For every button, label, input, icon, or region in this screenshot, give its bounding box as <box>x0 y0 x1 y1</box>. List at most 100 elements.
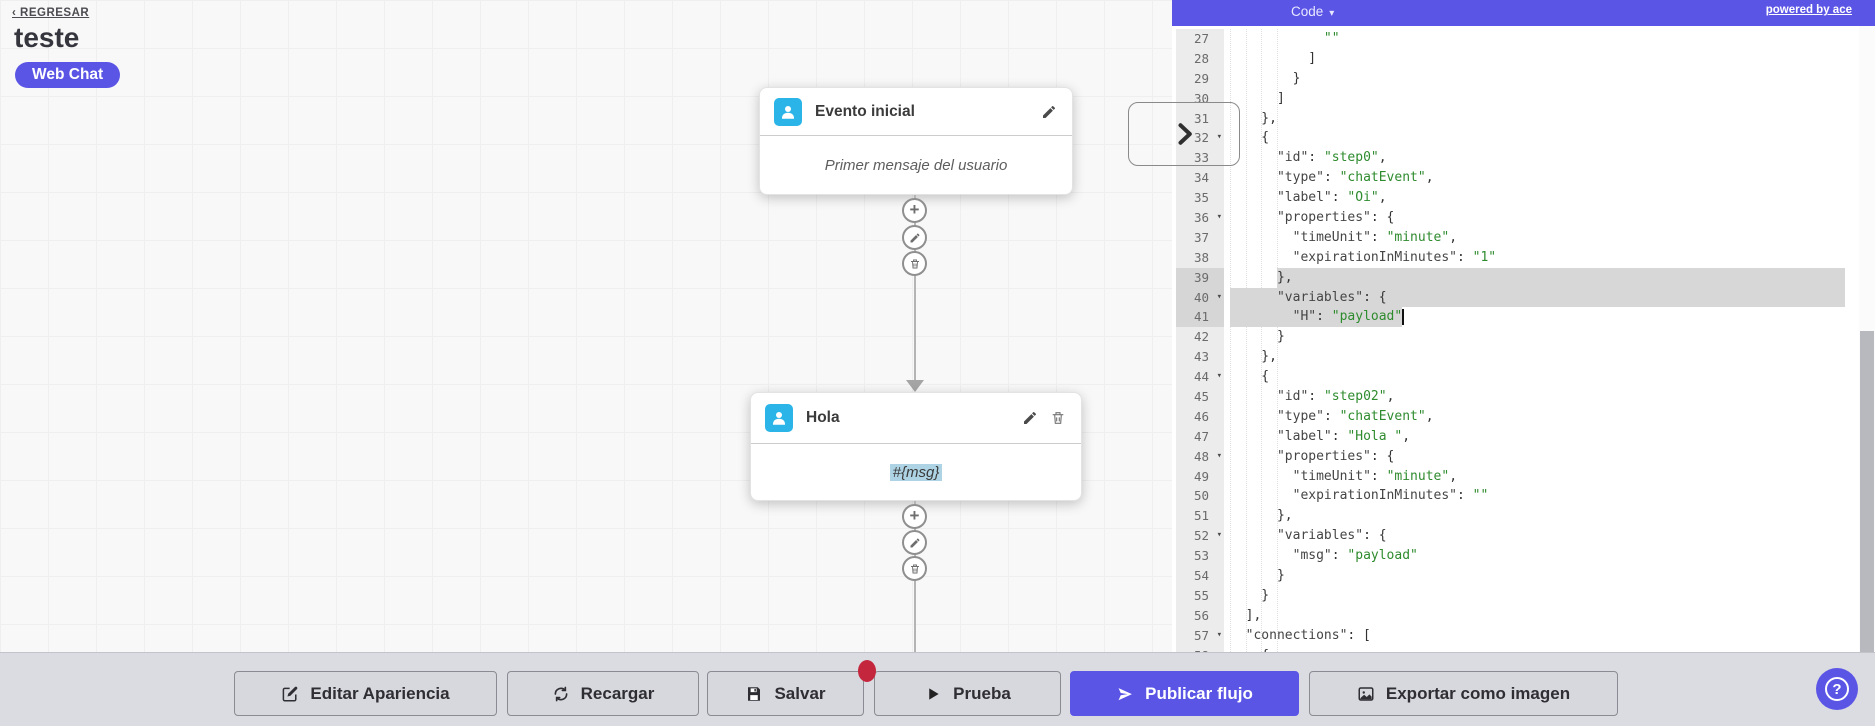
gutter-line-number: 36▾ <box>1176 208 1224 228</box>
code-line[interactable]: { <box>1230 646 1845 652</box>
code-line[interactable]: "properties": { <box>1276 448 1395 464</box>
fold-caret-icon[interactable]: ▾ <box>1216 291 1222 302</box>
fold-caret-icon[interactable]: ▾ <box>1216 450 1222 461</box>
chevron-right-icon <box>1178 123 1192 145</box>
edit-connection-button[interactable] <box>902 530 927 555</box>
gutter-line-number: 46 <box>1176 406 1224 427</box>
fold-caret-icon[interactable]: ▾ <box>1216 371 1222 382</box>
code-line[interactable]: "timeUnit": "minute", <box>1292 468 1458 484</box>
delete-connection-button[interactable] <box>902 251 927 276</box>
edit-appearance-button[interactable]: Editar Apariencia <box>234 671 497 716</box>
code-line[interactable]: }, <box>1230 267 1845 288</box>
text-cursor <box>1402 309 1405 326</box>
code-line[interactable]: { <box>1230 369 1270 385</box>
code-line[interactable]: } <box>1230 568 1285 584</box>
code-line[interactable]: "id": "step02", <box>1276 389 1395 405</box>
publish-flow-button[interactable]: Publicar flujo <box>1070 671 1299 716</box>
fold-caret-icon[interactable]: ▾ <box>1216 132 1222 143</box>
code-editor-lines[interactable]: "" ] } ] }, { "id": "step0", "type": "ch… <box>1230 29 1845 652</box>
gutter-line-number: 44▾ <box>1176 367 1224 388</box>
code-line[interactable]: "" <box>1323 31 1340 46</box>
code-line[interactable]: { <box>1230 130 1270 146</box>
gutter-line-number: 56 <box>1176 605 1224 626</box>
reload-button[interactable]: Recargar <box>507 671 699 716</box>
gutter-line-number: 47 <box>1176 426 1224 447</box>
back-link[interactable]: ‹ REGRESAR <box>12 7 90 19</box>
channel-badge: Web Chat <box>15 62 121 88</box>
code-line[interactable]: "label": "Oi", <box>1276 190 1387 206</box>
code-line[interactable]: } <box>1230 70 1301 86</box>
message-variable: #{msg} <box>889 463 943 481</box>
code-line[interactable]: "type": "chatEvent", <box>1276 170 1434 186</box>
save-button[interactable]: Salvar <box>707 671 864 716</box>
code-line[interactable]: }, <box>1230 349 1277 365</box>
code-line[interactable]: } <box>1230 329 1285 345</box>
flow-node-evento-inicial[interactable]: Evento inicial Primer mensaje del usuari… <box>759 87 1073 195</box>
plus-icon: + <box>909 200 920 219</box>
code-line[interactable]: } <box>1230 587 1270 603</box>
bottom-toolbar: Editar Apariencia Recargar Salvar Prueba… <box>0 652 1875 726</box>
code-line[interactable]: ], <box>1230 607 1262 623</box>
delete-connection-button[interactable] <box>902 556 927 581</box>
code-line[interactable]: "type": "chatEvent", <box>1276 408 1434 424</box>
code-line[interactable]: "connections": [ <box>1245 627 1371 643</box>
add-step-button[interactable]: + <box>902 198 927 223</box>
add-step-button[interactable]: + <box>902 504 927 529</box>
code-line[interactable]: "expirationInMinutes": "1" <box>1292 249 1497 265</box>
gutter-line-number: 28 <box>1176 48 1224 69</box>
trash-icon <box>910 259 919 268</box>
gutter-line-number: 29 <box>1176 68 1224 89</box>
scrollbar-thumb[interactable] <box>1860 331 1874 652</box>
gutter-line-number: 33 <box>1176 148 1224 169</box>
edit-node-button[interactable] <box>1021 409 1039 427</box>
code-line[interactable]: "label": "Hola ", <box>1276 428 1411 444</box>
node-header: Hola <box>751 393 1081 444</box>
flow-title: teste <box>14 22 80 53</box>
scrollbar-track[interactable] <box>1859 26 1875 652</box>
node-body-text: #{msg} <box>751 444 1081 500</box>
code-line[interactable]: "variables": { <box>1276 528 1387 544</box>
code-line[interactable]: "H": "payload" <box>1230 307 1845 328</box>
image-icon <box>1358 686 1374 701</box>
code-line[interactable]: "timeUnit": "minute", <box>1292 229 1458 245</box>
fold-caret-icon[interactable]: ▾ <box>1217 646 1222 652</box>
unsaved-changes-badge <box>858 660 876 682</box>
export-image-button[interactable]: Exportar como imagen <box>1309 671 1618 716</box>
gutter-line-number: 54 <box>1176 566 1224 586</box>
fold-caret-icon[interactable]: ▾ <box>1216 212 1222 223</box>
code-line[interactable]: ] <box>1230 50 1317 66</box>
connector-line <box>914 195 916 383</box>
code-mode-dropdown[interactable]: Code▾ <box>1291 4 1335 19</box>
gutter-line-number: 30 <box>1176 88 1224 109</box>
gutter-line-number: 42 <box>1176 327 1224 348</box>
code-line[interactable]: }, <box>1230 110 1277 126</box>
delete-node-button[interactable] <box>1049 409 1067 427</box>
gutter-line-number: 53 <box>1176 546 1224 567</box>
flow-node-hola[interactable]: Hola #{msg} <box>750 392 1082 501</box>
edit-connection-button[interactable] <box>902 225 927 250</box>
gutter-line-number: 55 <box>1176 585 1224 606</box>
help-button[interactable]: ? <box>1816 668 1858 710</box>
fold-caret-icon[interactable]: ▾ <box>1216 629 1222 640</box>
gutter-line-number: 48▾ <box>1176 446 1224 467</box>
edit-node-button[interactable] <box>1040 103 1058 121</box>
node-header: Evento inicial <box>760 88 1072 136</box>
code-line[interactable]: }, <box>1230 508 1293 524</box>
powered-by-ace-link[interactable]: powered by ace <box>1765 4 1852 16</box>
code-line[interactable]: ] <box>1230 90 1285 106</box>
node-body-text: Primer mensaje del usuario <box>824 156 1008 174</box>
collapse-code-panel-button[interactable] <box>1128 102 1240 166</box>
test-button[interactable]: Prueba <box>874 671 1061 716</box>
code-line[interactable]: "id": "step0", <box>1276 150 1387 166</box>
code-line[interactable]: "variables": { <box>1230 287 1845 308</box>
pencil-icon <box>910 233 919 242</box>
flow-canvas[interactable]: ‹ REGRESAR teste Web Chat Evento inicial… <box>0 0 1172 652</box>
code-line[interactable]: "expirationInMinutes": "" <box>1292 488 1489 504</box>
code-line[interactable]: "msg": "payload" <box>1292 548 1418 564</box>
fold-caret-icon[interactable]: ▾ <box>1216 530 1222 541</box>
edit-square-icon <box>283 686 298 701</box>
code-line[interactable]: "properties": { <box>1276 210 1395 226</box>
